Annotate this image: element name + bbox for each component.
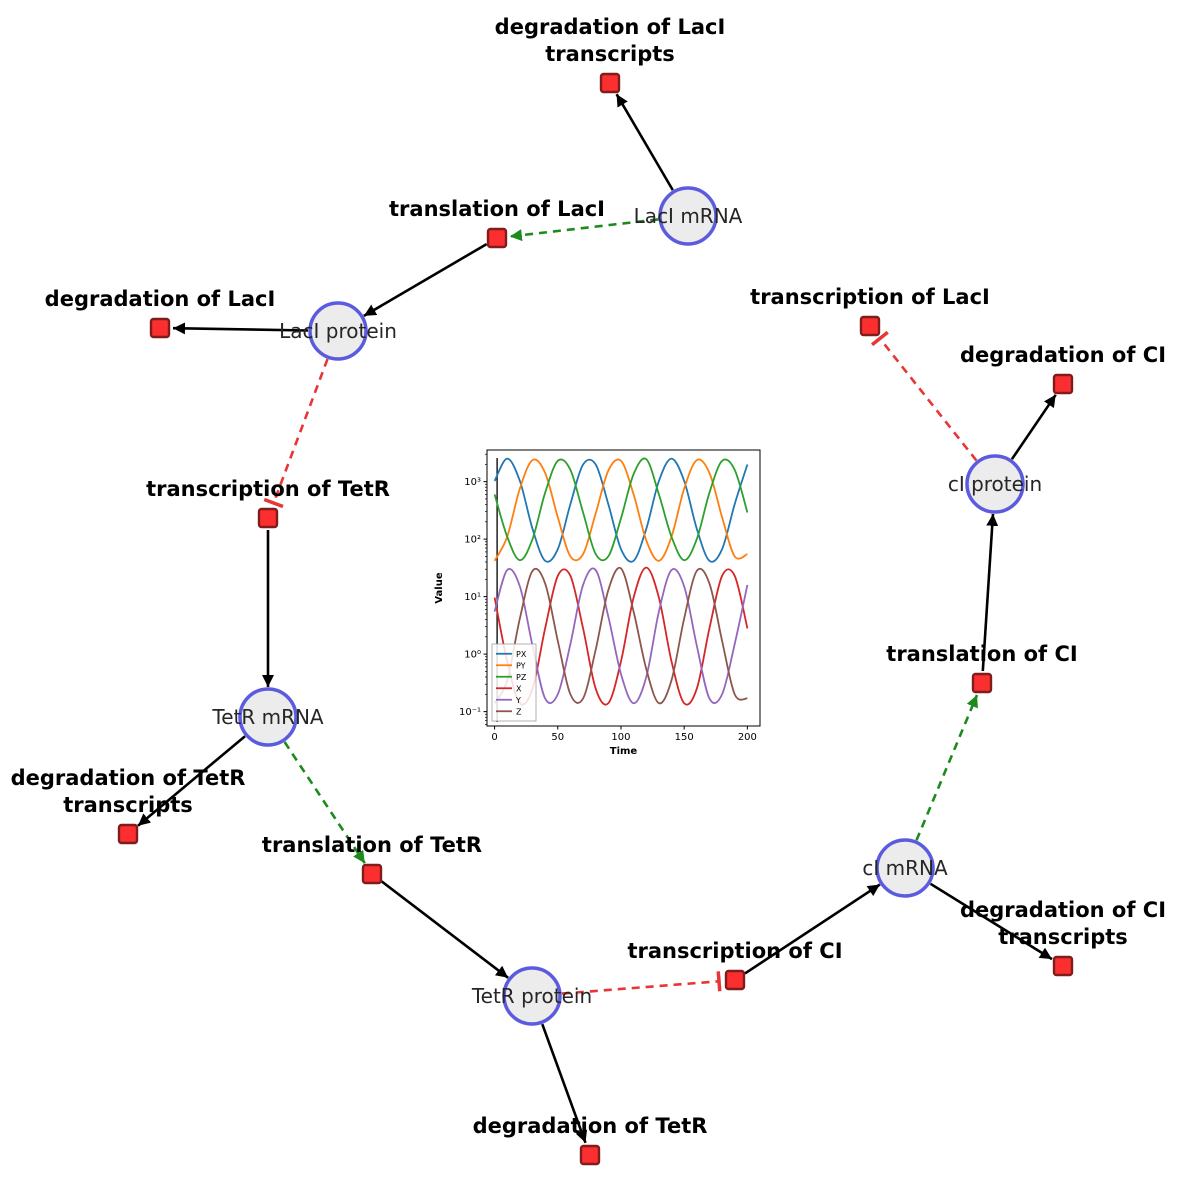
series-line-Y — [493, 567, 749, 705]
x-tick-label: 150 — [675, 732, 694, 743]
edge-inhibition-laci-protein-to-tx-tetr — [263, 358, 329, 509]
edge-production-transl-laci-to-laci-protein — [363, 242, 488, 318]
reaction-node-transl-ci — [971, 672, 993, 694]
legend-label: PX — [516, 650, 527, 659]
x-tick-label: 200 — [738, 732, 757, 743]
y-tick-label: 10¹ — [464, 592, 481, 603]
plot-frame — [486, 449, 761, 727]
legend-label: PY — [516, 661, 526, 670]
edge-inhibition-ci-protein-to-tx-laci — [870, 330, 978, 462]
x-tick-label: 0 — [491, 732, 497, 743]
edge-consumption-tetr-mrna-to-deg-tetr-tx — [137, 735, 246, 827]
node-layer — [117, 72, 1074, 1166]
reaction-node-tx-ci — [724, 969, 746, 991]
reaction-node-deg-laci-tx — [599, 72, 621, 94]
edge-inhibition-tetr-protein-to-tx-ci — [561, 971, 722, 995]
y-tick-label: 10² — [464, 535, 481, 546]
reaction-node-deg-ci — [1052, 373, 1074, 395]
legend-label: Z — [516, 707, 522, 716]
edge-modifier-tetr-mrna-to-transl-tetr — [283, 741, 366, 864]
species-node-laci-mrna — [658, 186, 718, 246]
legend-label: PZ — [516, 673, 527, 682]
edge-modifier-laci-mrna-to-transl-laci — [509, 218, 659, 242]
reaction-node-deg-laci — [149, 317, 171, 339]
reaction-node-tx-tetr — [257, 507, 279, 529]
edge-consumption-laci-protein-to-deg-laci — [172, 322, 309, 335]
x-tick-label: 50 — [551, 732, 564, 743]
x-tick-label: 100 — [611, 732, 630, 743]
y-axis-label: Value — [434, 572, 445, 603]
reaction-node-transl-tetr — [361, 863, 383, 885]
legend-label: X — [516, 684, 522, 693]
legend-label: Y — [515, 696, 521, 705]
y-tick-label: 10⁻¹ — [459, 707, 481, 718]
edge-consumption-laci-mrna-to-deg-laci-tx — [615, 93, 674, 191]
species-node-laci-protein — [308, 301, 368, 361]
edge-consumption-tetr-protein-to-deg-tetr — [541, 1023, 588, 1144]
reaction-node-deg-tetr-tx — [117, 823, 139, 845]
reaction-node-transl-laci — [486, 227, 508, 249]
reaction-node-tx-laci — [859, 315, 881, 337]
y-tick-label: 10⁰ — [464, 650, 481, 661]
x-axis-label: Time — [610, 746, 638, 757]
series-line-PZ — [493, 457, 749, 562]
edge-modifier-ci-mrna-to-transl-ci — [915, 694, 979, 841]
edge-consumption-ci-mrna-to-deg-ci-tx — [929, 882, 1053, 961]
species-node-ci-protein — [965, 454, 1025, 514]
series-line-PY — [493, 458, 748, 562]
reaction-node-deg-ci-tx — [1052, 955, 1074, 977]
edge-production-transl-tetr-to-tetr-protein — [380, 880, 509, 979]
species-node-tetr-mrna — [238, 687, 298, 747]
series-line-Z — [493, 566, 748, 705]
legend-box — [491, 643, 537, 722]
series-line-PX — [493, 457, 749, 563]
edge-layer — [137, 93, 1057, 1144]
y-tick-label: 10³ — [464, 477, 481, 488]
reaction-node-deg-tetr — [579, 1144, 601, 1166]
edge-production-tx-ci-to-ci-mrna — [744, 883, 881, 975]
species-node-ci-mrna — [875, 838, 935, 898]
edge-consumption-ci-protein-to-deg-ci — [1010, 394, 1057, 460]
species-node-tetr-protein — [502, 966, 562, 1026]
edge-production-transl-ci-to-ci-protein — [981, 513, 999, 672]
